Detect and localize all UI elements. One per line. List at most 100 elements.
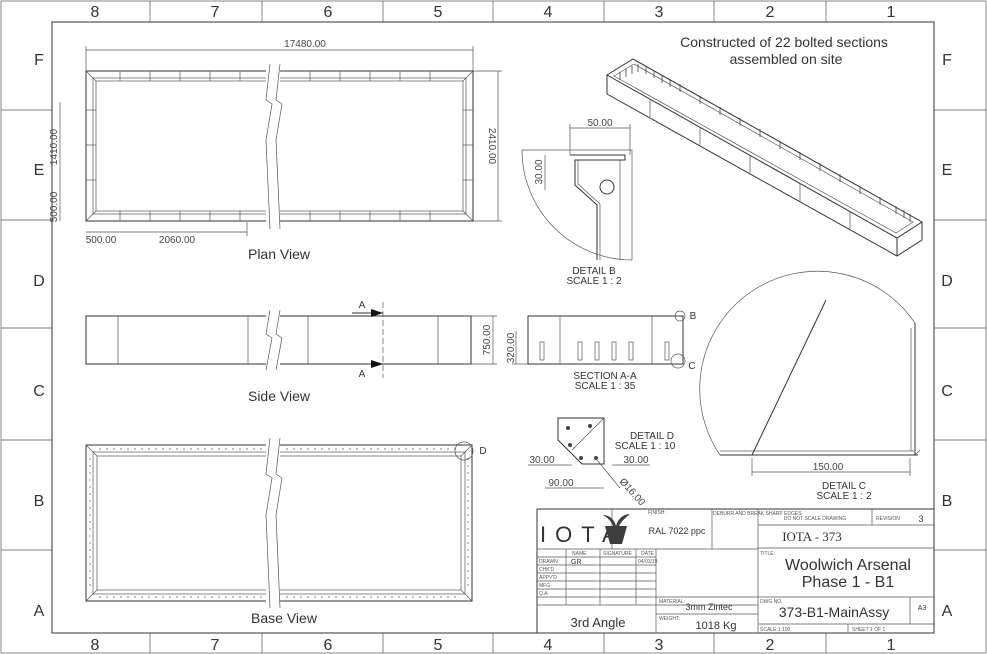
title-label: TITLE: (760, 551, 775, 557)
scale-value: SCALE:1:100 (760, 627, 791, 633)
dim-detail-d-30-left: 30.00 (529, 455, 554, 466)
zone-col-2-bottom: 2 (766, 637, 775, 654)
dim-detail-b-50: 50.00 (587, 118, 612, 129)
dwg-no-label: DWG NO. (760, 599, 783, 605)
detail-d-marker: D (479, 446, 486, 457)
detail-b-marker: B (690, 311, 697, 322)
drawn-date: 04/03/19 (638, 559, 658, 565)
revision-value: 3 (918, 514, 923, 524)
base-view-label: Base View (251, 610, 318, 626)
dim-corner-500-v: 500.00 (49, 191, 60, 222)
title-line2: Phase 1 - B1 (802, 574, 895, 591)
zone-row-b-right: B (942, 493, 953, 510)
zone-row-b-left: B (34, 493, 45, 510)
row-chkd: CHK'D (539, 567, 555, 573)
zone-row-d-left: D (33, 273, 45, 290)
detail-d-title: DETAIL D (630, 431, 674, 442)
material-label: MATERIAL: (659, 599, 685, 605)
base-view: D Base View (85, 437, 487, 626)
dim-height-1410: 1410.00 (49, 128, 60, 165)
zone-col-3-top: 3 (655, 4, 664, 21)
dim-section-320: 320.00 (506, 332, 517, 363)
sheet-size: A3 (918, 605, 927, 612)
zone-row-c-left: C (33, 383, 45, 400)
dim-bay-2060: 2060.00 (159, 235, 196, 246)
zone-col-4-bottom: 4 (544, 637, 553, 654)
drawn-name: GR (571, 559, 582, 566)
dim-detail-b-30: 30.00 (534, 159, 545, 184)
weight-value: 1018 Kg (696, 620, 737, 632)
zone-row-f-right: F (942, 52, 952, 69)
row-mfg: MFG (539, 583, 550, 589)
section-arrow-a-top: A (359, 300, 366, 311)
zone-col-7-bottom: 7 (211, 637, 220, 654)
finish-value: RAL 7022 ppc (649, 526, 706, 536)
zone-row-e-left: E (34, 162, 45, 179)
dim-side-height-750: 750.00 (482, 324, 493, 355)
zone-row-c-right: C (941, 383, 953, 400)
zone-col-2-top: 2 (766, 4, 775, 21)
zone-row-a-left: A (34, 603, 45, 620)
side-view-label: Side View (248, 388, 311, 404)
detail-d-scale: SCALE 1 : 10 (615, 441, 676, 452)
detail-c-title: DETAIL C (822, 481, 866, 492)
deburr-text: DEBURR AND BREAK SHARP EDGES (713, 511, 802, 517)
revision-label: REVISION (876, 516, 900, 522)
deburr-note: DEBURR AND BREAK SHARP EDGES (713, 511, 802, 517)
row-appvd: APPV'D (539, 575, 557, 581)
side-view: A A 750.00 Side View (85, 300, 497, 404)
detail-d: 30.00 30.00 90.00 Ø16.00 DETAIL D SCALE … (528, 417, 676, 509)
row-drawn: DRAWN (539, 559, 558, 565)
zone-col-6-bottom: 6 (324, 637, 333, 654)
sheet-value: SHEET 1 OF 1 (852, 627, 885, 633)
section-arrow-a-bottom: A (359, 369, 366, 380)
col-name: NAME (572, 551, 587, 557)
detail-c-marker: C (688, 361, 695, 372)
section-aa-scale: SCALE 1 : 35 (575, 381, 636, 392)
dim-width-2410: 2410.00 (486, 128, 497, 165)
row-qa: Q.A (539, 591, 548, 597)
zone-col-5-bottom: 5 (434, 637, 443, 654)
zone-col-8-top: 8 (91, 4, 100, 21)
col-date: DATE (641, 551, 655, 557)
zone-row-f-left: F (34, 52, 44, 69)
dim-corner-500-h: 500.00 (86, 235, 117, 246)
zone-col-6-top: 6 (324, 4, 333, 21)
dwg-no-value: 373-B1-MainAssy (779, 604, 890, 620)
zone-col-7-top: 7 (211, 4, 220, 21)
detail-c-scale: SCALE 1 : 2 (816, 491, 871, 502)
zone-col-4-top: 4 (544, 4, 553, 21)
dim-detail-d-90: 90.00 (548, 478, 573, 489)
zone-col-5-top: 5 (434, 4, 443, 21)
drawing-ref: IOTA - 373 (782, 529, 842, 544)
material-value: 3mm Zintec (685, 602, 733, 612)
iota-logo-icon (603, 514, 630, 544)
zone-row-a-right: A (942, 603, 953, 620)
detail-c: 150.00 DETAIL C SCALE 1 : 2 (699, 270, 921, 502)
plan-view: 17480.00 1410.00 500.00 2410.00 500.00 2… (49, 39, 502, 262)
detail-b-scale: SCALE 1 : 2 (566, 276, 621, 287)
isometric-view: Constructed of 22 bolted sections assemb… (606, 34, 923, 257)
construction-note-line2: assembled on site (730, 51, 843, 67)
projection-value: 3rd Angle (571, 615, 626, 630)
detail-b: 50.00 30.00 DETAIL B SCALE 1 : 2 (521, 118, 633, 287)
section-aa: B C 320.00 SECTION A-A SCALE 1 : 35 (506, 310, 697, 392)
detail-b-title: DETAIL B (572, 266, 616, 277)
zone-col-8-bottom: 8 (91, 637, 100, 654)
zone-row-d-right: D (941, 273, 953, 290)
weight-label: WEIGHT: (659, 616, 680, 622)
dim-detail-d-30-right: 30.00 (623, 455, 648, 466)
col-signature: SIGNATURE (603, 551, 632, 557)
title-line1: Woolwich Arsenal (785, 557, 911, 574)
dim-overall-length: 17480.00 (284, 39, 326, 50)
dim-detail-d-dia: Ø16.00 (617, 476, 647, 508)
zone-col-3-bottom: 3 (655, 637, 664, 654)
zone-col-1-top: 1 (887, 4, 896, 21)
construction-note-line1: Constructed of 22 bolted sections (680, 34, 888, 50)
zone-row-e-right: E (942, 162, 953, 179)
do-not-scale: DO NOT SCALE DRAWING (784, 516, 847, 522)
finish-label: FINISH: (648, 510, 666, 516)
zone-col-1-bottom: 1 (887, 637, 896, 654)
title-block: IOTA FINISH: RAL 7022 ppc DEBURR AND BRE… (536, 508, 935, 634)
